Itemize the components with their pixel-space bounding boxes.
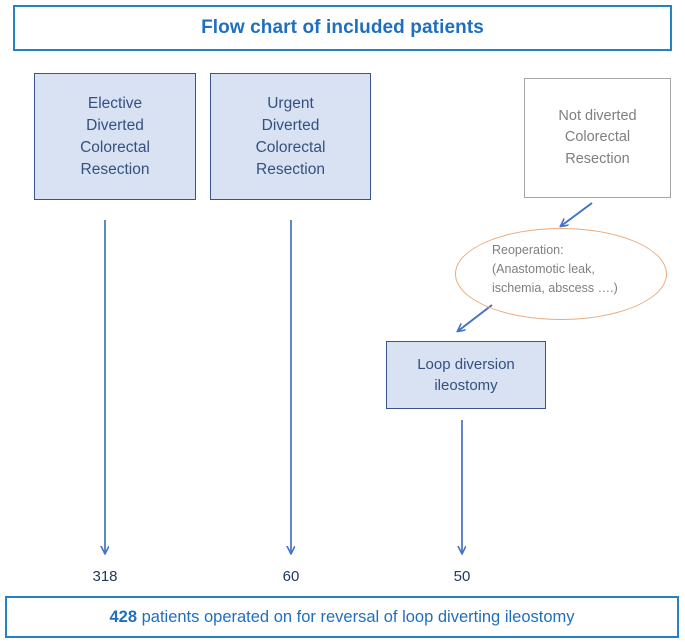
- reoperation-line-3: ischemia, abscess ….): [492, 281, 618, 295]
- count-elective: 318: [92, 568, 118, 585]
- not-diverted-box-line-1: Not diverted: [558, 108, 637, 125]
- elective-box-line-1: Elective: [87, 94, 143, 112]
- loop-diversion-box: Loop diversion ileostomy: [386, 341, 546, 409]
- elective-box-line-2: Diverted: [86, 116, 144, 134]
- urgent-box-line-4: Resection: [256, 160, 325, 178]
- urgent-box: Urgent Diverted Colorectal Resection: [210, 73, 371, 200]
- arrow-notdiverted-to-reoperation: [561, 202, 593, 226]
- urgent-box-line-2: Diverted: [261, 116, 320, 134]
- reoperation-line-1: Reoperation:: [492, 243, 564, 257]
- summary-description: patients operated on for reversal of loo…: [137, 607, 575, 626]
- not-diverted-box-line-3: Resection: [565, 150, 630, 167]
- summary-box: 428 patients operated on for reversal of…: [5, 596, 679, 638]
- urgent-box-line-3: Colorectal: [255, 138, 326, 156]
- reoperation-ellipse: [455, 228, 667, 320]
- chart-title-box: Flow chart of included patients: [13, 5, 672, 51]
- not-diverted-box: Not diverted Colorectal Resection: [524, 78, 671, 198]
- elective-box-line-4: Resection: [80, 160, 150, 178]
- summary-text: 428 patients operated on for reversal of…: [109, 608, 574, 627]
- summary-count: 428: [109, 607, 138, 626]
- elective-box-line-3: Colorectal: [80, 138, 150, 156]
- elective-box: Elective Diverted Colorectal Resection: [34, 73, 196, 200]
- loop-diversion-box-line-1: Loop diversion: [417, 355, 515, 373]
- arrow-reoperation-to-loop: [458, 304, 493, 331]
- count-urgent: 60: [282, 568, 300, 585]
- count-loop: 50: [453, 568, 471, 585]
- urgent-box-line-1: Urgent: [267, 94, 314, 112]
- reoperation-ellipse-text: Reoperation: (Anastomotic leak, ischemia…: [492, 241, 657, 298]
- not-diverted-box-line-2: Colorectal: [564, 129, 631, 146]
- page-title: Flow chart of included patients: [201, 17, 484, 38]
- reoperation-line-2: (Anastomotic leak,: [492, 262, 595, 276]
- loop-diversion-box-line-2: ileostomy: [434, 377, 498, 394]
